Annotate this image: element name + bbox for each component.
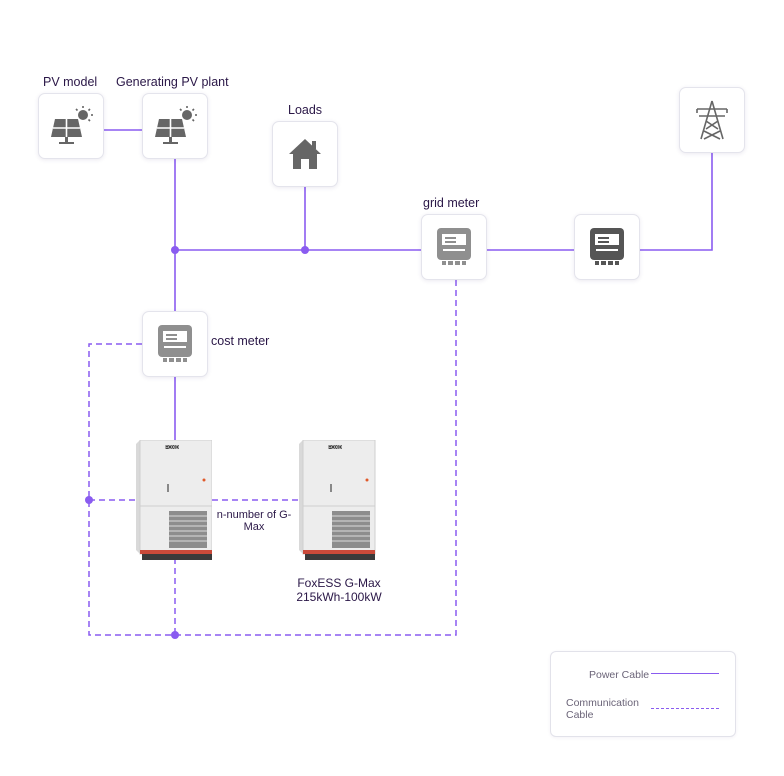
cabinet-brand: FOXD [165, 445, 179, 451]
product-spec: 215kWh-100kW [296, 590, 382, 604]
legend-power-cable-label: Power Cable [589, 669, 650, 681]
loads-node[interactable] [272, 121, 338, 187]
solar-panel-icon [155, 106, 197, 144]
cabinet-brand: FOXD [328, 445, 342, 451]
meter-icon [590, 228, 624, 265]
pv-model-node[interactable] [38, 93, 104, 159]
product-label: FoxESS G-Max 215kWh-100kW [284, 576, 394, 604]
junction-dot [85, 496, 93, 504]
grid-meter-label: grid meter [423, 196, 480, 210]
house-icon [289, 139, 321, 169]
comm-cable-grid-meter [175, 279, 457, 636]
n-number-label: n-number of G-Max [216, 509, 292, 533]
pv-model-label: PV model [43, 75, 98, 89]
cost-meter-label: cost meter [211, 334, 270, 348]
legend-communication-cable-label: Communication Cable [566, 697, 639, 721]
meter-icon [158, 325, 192, 362]
generating-pv-plant-node[interactable] [142, 93, 208, 159]
junction-dot [171, 631, 179, 639]
power-cable-grid-pole [639, 152, 713, 251]
grid-meter-node[interactable] [421, 214, 487, 280]
meter-icon [437, 228, 471, 265]
legend: Power Cable Communication Cable [550, 651, 736, 737]
utility-meter-node[interactable] [574, 214, 640, 280]
junction-dot [171, 246, 179, 254]
product-name: FoxESS G-Max [297, 576, 381, 590]
grid-node[interactable] [679, 87, 745, 153]
loads-label: Loads [288, 103, 323, 117]
cost-meter-node[interactable] [142, 311, 208, 377]
generating-pv-plant-label: Generating PV plant [116, 75, 229, 89]
gmax-cabinet-1[interactable]: FOXD [136, 439, 213, 565]
solar-panel-icon [51, 106, 93, 144]
legend-communication-cable-swatch [651, 708, 719, 709]
battery-cabinet-icon: FOXD [136, 439, 213, 560]
battery-cabinet-icon: FOXD [299, 439, 376, 560]
transmission-tower-icon [696, 100, 728, 140]
gmax-cabinet-2[interactable]: FOXD [299, 439, 377, 565]
legend-power-cable-swatch [651, 673, 719, 674]
junction-dot [301, 246, 309, 254]
